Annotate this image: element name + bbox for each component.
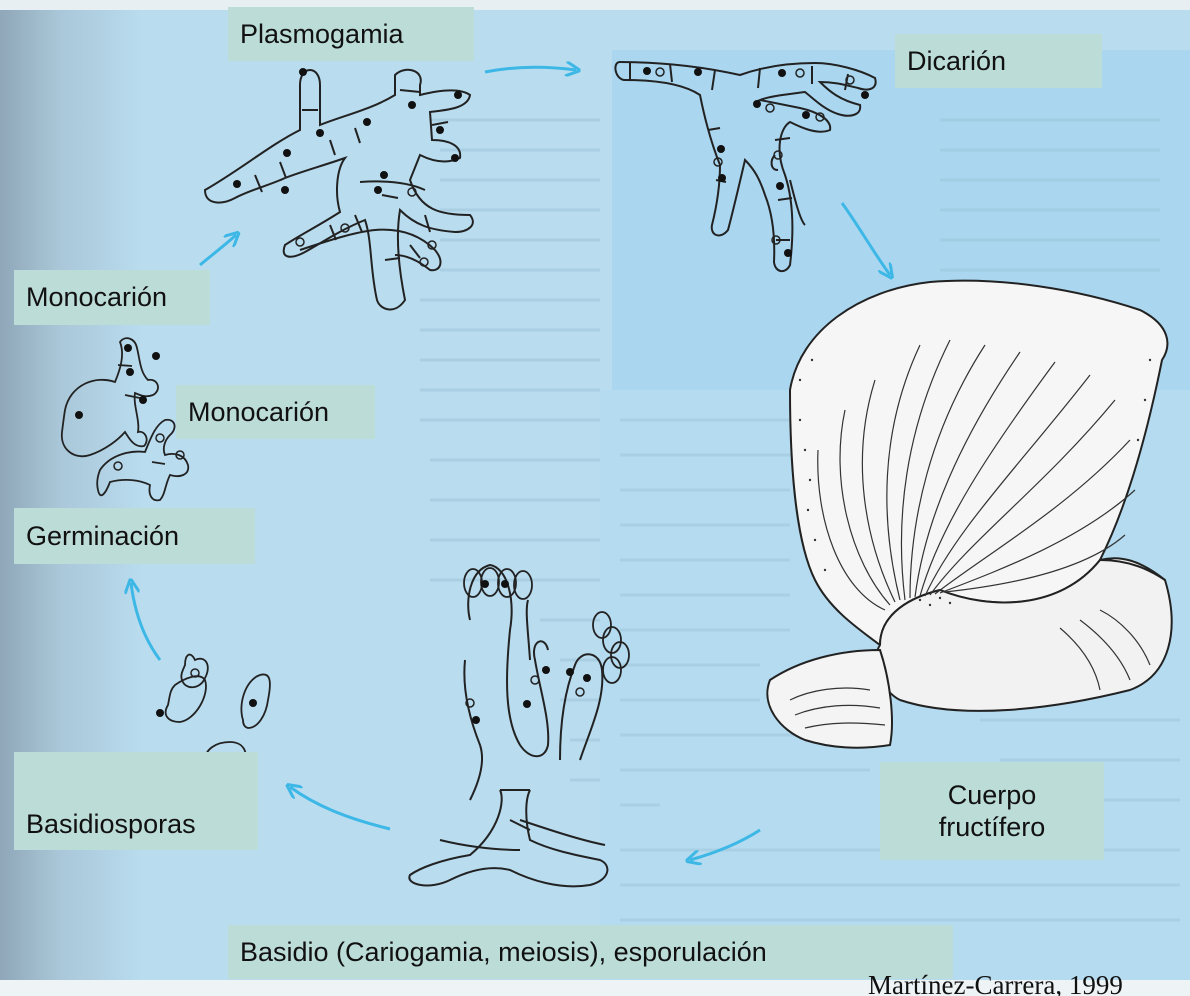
label-basidio: Basidio (Cariogamia, meiosis), esporulac…: [228, 925, 953, 979]
source-credit: Martínez-Carrera, 1999: [868, 970, 1123, 996]
top-page-edge: [0, 0, 1190, 10]
label-cuerpo-line1: Cuerpo: [948, 779, 1037, 811]
label-monocarion-mid: Monocarión: [176, 385, 375, 439]
label-monocarion-top: Monocarión: [14, 270, 210, 325]
label-cuerpo-line2: fructífero: [939, 811, 1046, 843]
label-monocarion-top-text: Monocarión: [26, 284, 167, 311]
label-basidiosporas: Basidiosporas: [14, 752, 258, 850]
label-plasmogamia-text: Plasmogamia: [240, 21, 404, 48]
label-cuerpo-fructifero: Cuerpo fructífero: [880, 762, 1104, 860]
label-germinacion-text: Germinación: [26, 523, 179, 550]
label-basidio-text: Basidio (Cariogamia, meiosis), esporulac…: [240, 939, 767, 966]
mushroom-fruiting-body: [767, 281, 1171, 748]
label-germinacion: Germinación: [14, 508, 255, 564]
label-plasmogamia: Plasmogamia: [228, 7, 474, 61]
label-basidiosporas-text: Basidiosporas: [26, 811, 196, 838]
label-dicarion: Dicarión: [895, 34, 1102, 88]
label-dicarion-text: Dicarión: [907, 48, 1006, 75]
label-monocarion-mid-text: Monocarión: [188, 399, 329, 426]
